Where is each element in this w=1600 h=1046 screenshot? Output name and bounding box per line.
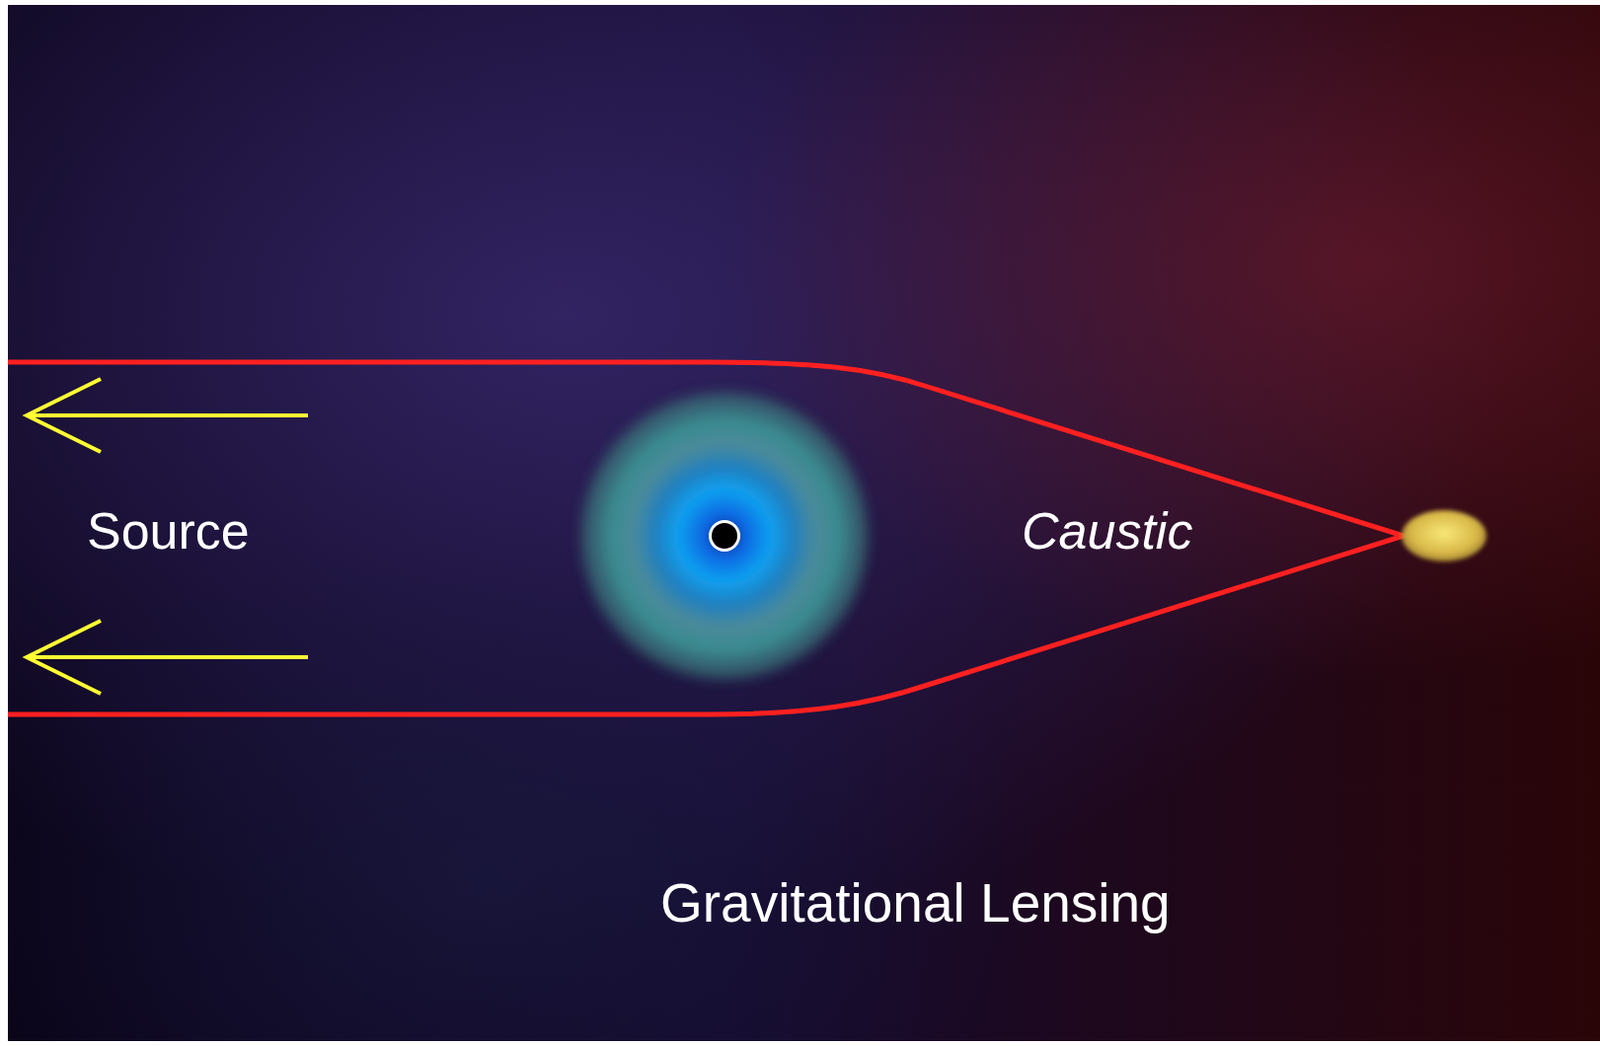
source-label: Source: [86, 505, 250, 557]
figure-title: Gravitational Lensing: [660, 876, 1171, 931]
caustic-label: Caustic: [1021, 505, 1193, 557]
